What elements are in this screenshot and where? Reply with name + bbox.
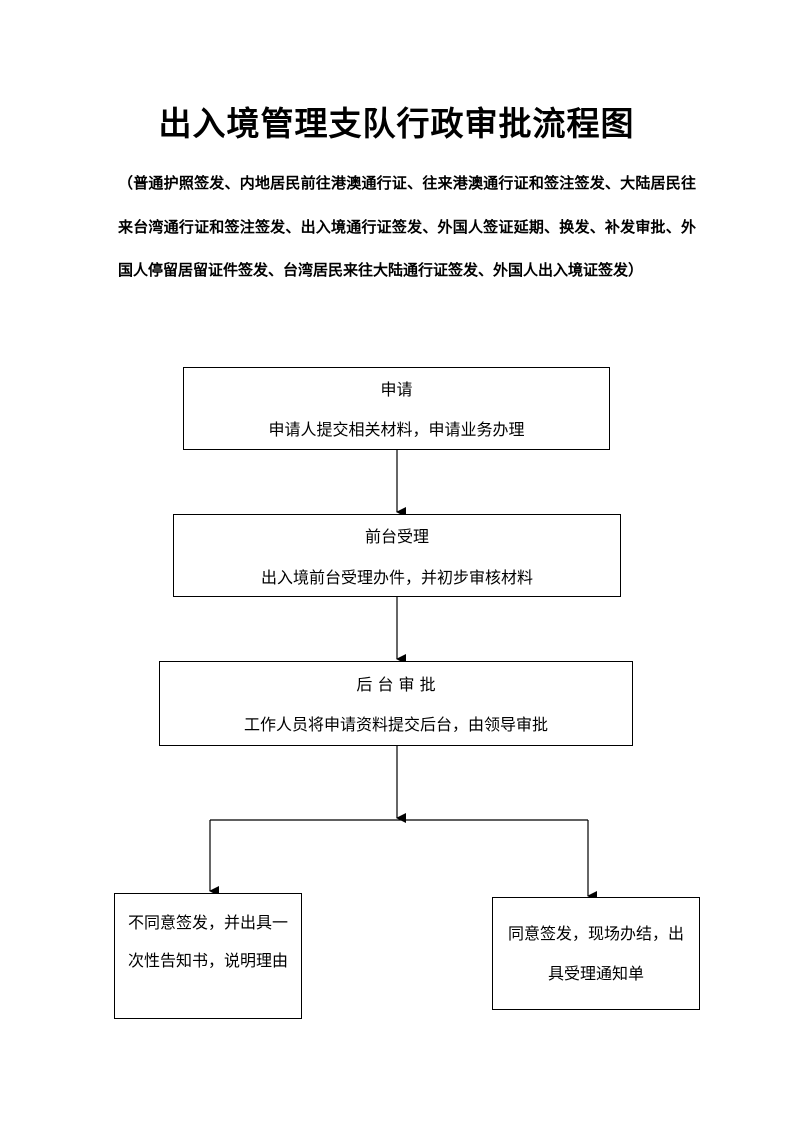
outcome-reject-text: 不同意签发，并出具一次性告知书，说明理由 [127,913,288,970]
step-apply-title: 申请 [380,380,413,399]
page-title: 出入境管理支队行政审批流程图 [158,104,635,143]
outcome-reject-box: 不同意签发，并出具一次性告知书，说明理由 [114,893,302,1019]
outcome-approve-text: 同意签发，现场办结，出具受理通知单 [507,924,684,983]
step-front-desk-desc: 出入境前台受理办件，并初步审核材料 [260,568,533,587]
step-apply-box: 申请 申请人提交相关材料，申请业务办理 [183,367,610,450]
step-front-desk-title: 前台受理 [364,527,429,546]
step-back-office-title: 后 台 审 批 [356,675,436,694]
step-apply-desc: 申请人提交相关材料，申请业务办理 [268,420,525,439]
outcome-approve-box: 同意签发，现场办结，出具受理通知单 [492,897,700,1010]
step-back-office-desc: 工作人员将申请资料提交后台，由领导审批 [243,715,548,734]
step-front-desk-box: 前台受理 出入境前台受理办件，并初步审核材料 [173,514,621,597]
step-back-office-box: 后 台 审 批 工作人员将申请资料提交后台，由领导审批 [159,661,633,746]
page-subtitle: （普通护照签发、内地居民前往港澳通行证、往来港澳通行证和签注签发、大陆居民往来台… [118,174,696,279]
